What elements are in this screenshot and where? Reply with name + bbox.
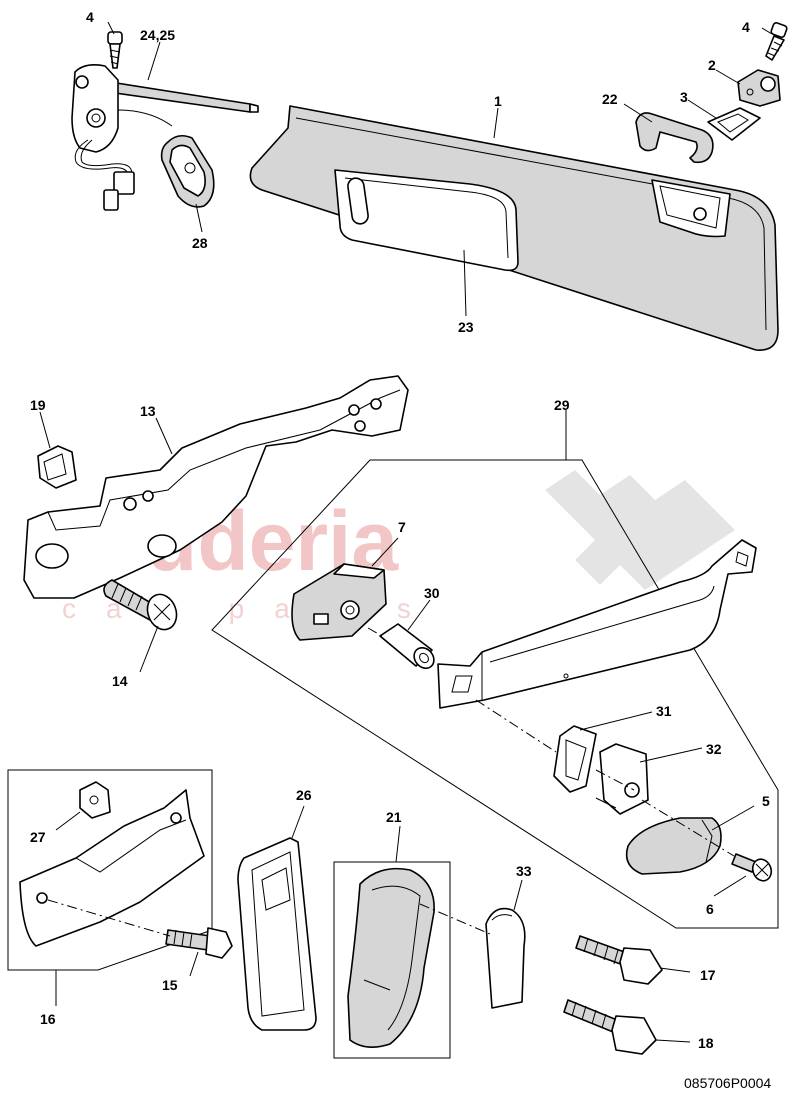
group-16-outline <box>7 769 213 971</box>
callout-17: 17 <box>700 967 716 983</box>
part-24-25-visor-mount <box>71 64 259 211</box>
callout-23: 23 <box>458 319 474 335</box>
part-17-flange-bolt <box>575 935 663 985</box>
callout-33: 33 <box>516 863 532 879</box>
part-28-cover-plate <box>160 134 215 208</box>
part-21-trim <box>347 867 435 1048</box>
callout-2: 2 <box>708 57 716 73</box>
group-21-outline <box>333 861 451 1059</box>
callout-13: 13 <box>140 403 156 419</box>
callout-15: 15 <box>162 977 178 993</box>
part-33-cover <box>485 907 526 1009</box>
callout-24-25: 24,25 <box>140 27 175 43</box>
part-31-clip <box>553 725 597 793</box>
callout-6: 6 <box>706 901 714 917</box>
part-6-screw <box>731 853 773 882</box>
part-26-seal <box>237 837 317 1031</box>
part-4-screw-left <box>107 31 123 69</box>
callout-18: 18 <box>698 1035 714 1051</box>
assembly-lines <box>47 627 735 937</box>
part-27-clip-nut <box>79 781 111 819</box>
callout-4-left: 4 <box>86 9 94 25</box>
callout-26: 26 <box>296 787 312 803</box>
part-1-sun-visor <box>249 105 779 351</box>
callout-14: 14 <box>112 673 128 689</box>
part-4-screw-right <box>765 22 788 61</box>
callout-7: 7 <box>398 519 406 535</box>
callout-1: 1 <box>494 93 502 109</box>
callout-4-right: 4 <box>742 19 750 35</box>
callout-27: 27 <box>30 829 46 845</box>
part-19-clip-nut <box>37 445 77 489</box>
callout-32: 32 <box>706 741 722 757</box>
grab-handle <box>437 539 757 709</box>
part-7-bearing-block <box>291 537 399 641</box>
part-13-bracket <box>23 375 409 599</box>
part-30-sleeve <box>379 623 435 670</box>
group-29-outline <box>211 459 779 929</box>
part-3-gasket <box>707 107 761 141</box>
part-5-cap <box>625 817 722 875</box>
part-2-clip <box>737 69 781 107</box>
callout-29: 29 <box>554 397 570 413</box>
callout-19: 19 <box>30 397 46 413</box>
part-15-bolt <box>165 927 233 959</box>
callout-3: 3 <box>680 89 688 105</box>
callout-5: 5 <box>762 793 770 809</box>
callout-28: 28 <box>192 235 208 251</box>
part-22-visor-hook <box>635 112 714 164</box>
callout-31: 31 <box>656 703 672 719</box>
checkered-flag-logo <box>545 470 735 590</box>
diagram-reference-code: 085706P0004 <box>684 1075 771 1091</box>
callout-30: 30 <box>424 585 440 601</box>
leader-lines <box>39 21 773 1043</box>
callout-21: 21 <box>386 809 402 825</box>
part-32-bracket <box>595 743 649 815</box>
part-14-countersunk-screw <box>103 579 178 631</box>
part-16-bracket <box>19 789 205 947</box>
callout-labels: 1 2 3 4 4 5 6 7 13 14 15 16 17 18 19 21 … <box>30 9 770 1051</box>
part-18-flange-bolt <box>563 999 657 1055</box>
callout-22: 22 <box>602 91 618 107</box>
callout-16: 16 <box>40 1011 56 1027</box>
